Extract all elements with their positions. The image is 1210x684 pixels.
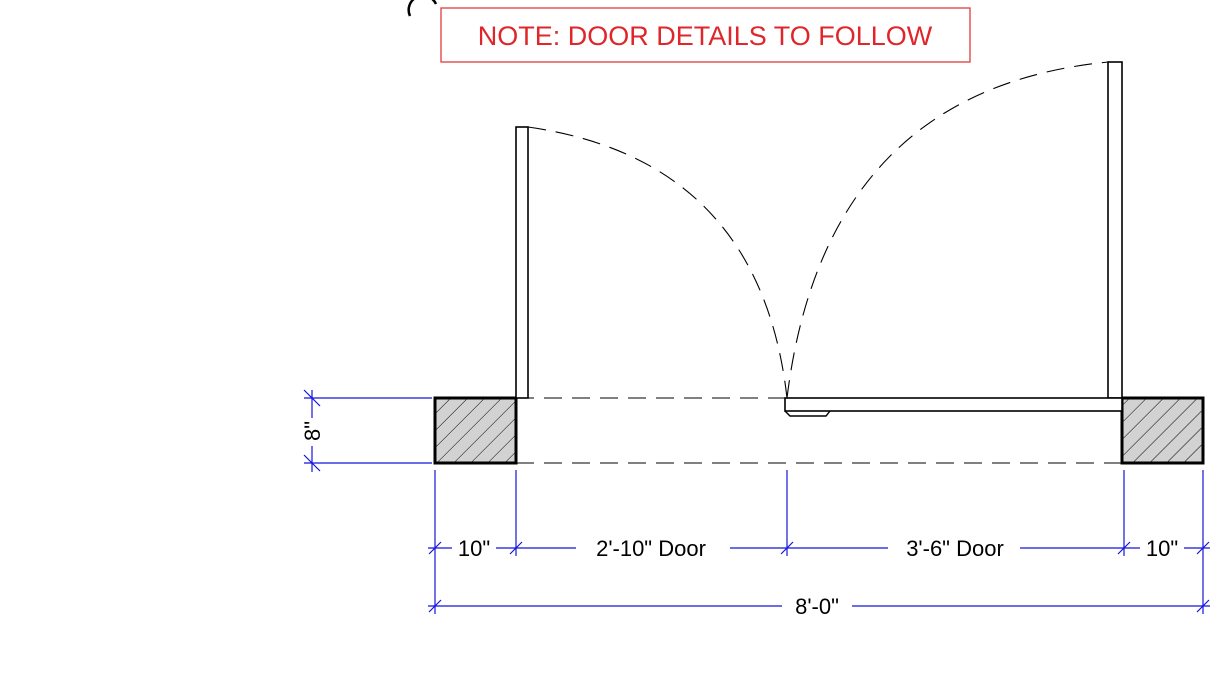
threshold-stop: [784, 410, 831, 417]
dimension-extension-lines: [434, 470, 1204, 614]
dim-label-jamb-depth: 8": [300, 421, 325, 441]
dimension-string-detail: 10" 2'-10" Door 3'-6" Door 10": [428, 536, 1210, 561]
left-door-swing-arc: [527, 126, 788, 399]
dim-label-right-door: 3'-6" Door: [906, 536, 1004, 561]
label-bg-left-door: [576, 536, 730, 560]
dim-tick-overall-right: [1196, 599, 1210, 613]
right-wall-jamb: [1120, 396, 1205, 465]
dim-label-right-jamb: 10": [1146, 536, 1178, 561]
threshold-plate: [784, 397, 1123, 412]
left-wall-jamb: [433, 396, 518, 465]
threshold: [784, 397, 1123, 417]
dim-tick-5: [1196, 541, 1210, 555]
dim-tick-2: [509, 541, 523, 555]
right-door-swing-arc: [786, 61, 1109, 399]
wall-opening: [516, 397, 1122, 464]
note-text: NOTE: DOOR DETAILS TO FOLLOW: [478, 21, 933, 51]
dim-label-left-door: 2'-10" Door: [596, 536, 706, 561]
dim-tick-1: [428, 541, 442, 555]
symbol-fragment: [407, 0, 438, 17]
dim-tick-bottom: [303, 454, 321, 472]
dim-tick-overall-left: [428, 599, 442, 613]
label-bg-right-door: [888, 536, 1020, 560]
note-callout: NOTE: DOOR DETAILS TO FOLLOW: [440, 7, 971, 63]
dim-label-overall: 8'-0": [795, 594, 839, 619]
note-box: [440, 7, 971, 63]
right-door-leaf: [1107, 61, 1123, 399]
dim-tick-4: [1117, 541, 1131, 555]
label-bg-right-jamb: [1140, 536, 1184, 560]
dim-label-left-jamb: 10": [458, 536, 490, 561]
label-bg-overall: [782, 594, 852, 618]
left-door-leaf: [515, 126, 529, 399]
dimension-overall: 8'-0": [428, 594, 1210, 619]
dim-label-bg: [298, 418, 326, 446]
dim-tick-3: [780, 541, 794, 555]
dim-tick-top: [303, 389, 321, 407]
dimension-jamb-depth: 8": [298, 389, 432, 472]
label-bg-left-jamb: [452, 536, 496, 560]
